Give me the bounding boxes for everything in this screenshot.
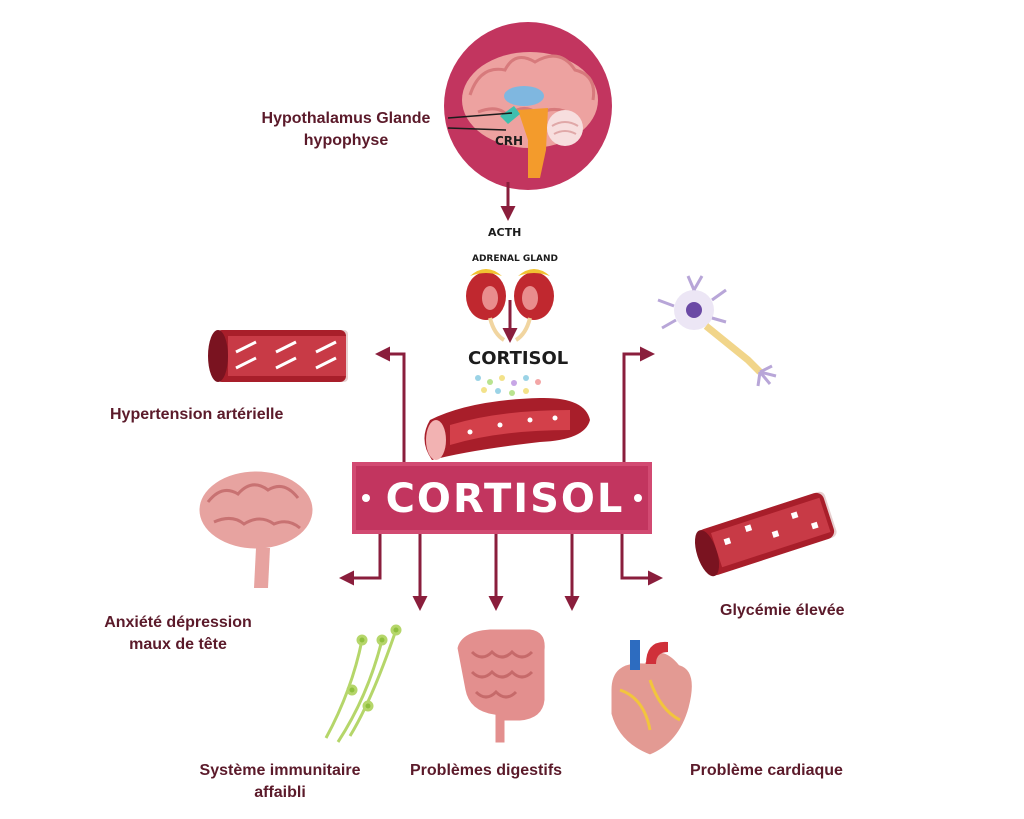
intestine-illustration — [454, 626, 548, 746]
immune-label: Système immunitaire affaibli — [190, 760, 370, 804]
cardiac-label: Problème cardiaque — [690, 762, 843, 779]
cortisol-banner-title: CORTISOL — [385, 476, 625, 522]
cortisol-banner — [352, 462, 652, 534]
adrenal-gland-label: ADRENAL GLAND — [472, 254, 558, 264]
anxiety-label-line2: maux de tête — [129, 636, 227, 653]
brain-label: Hypothalamus Glande hypophyse — [246, 108, 446, 152]
acth-label: ACTH — [488, 226, 522, 239]
glycemia-vessel-illustration — [691, 487, 841, 581]
adrenal-gland-illustration — [466, 269, 554, 342]
immune-label-line1: Système immunitaire — [199, 762, 361, 779]
glycemia-label: Glycémie élevée — [720, 602, 845, 619]
anxiety-label: Anxiété dépression maux de tête — [88, 612, 268, 656]
crh-label: CRH — [495, 134, 524, 148]
cortisol-molecule-dots — [475, 375, 541, 396]
heart-illustration — [608, 640, 695, 758]
arrow-to-brain-anxiety — [339, 534, 382, 586]
arrow-to-glycemia — [620, 534, 663, 586]
effect-arrows — [339, 346, 663, 611]
hypertension-label: Hypertension artérielle — [110, 406, 284, 423]
neuron-illustration — [657, 275, 777, 387]
immune-label-line2: affaibli — [254, 784, 306, 801]
blood-vessel-top-illustration — [424, 397, 590, 460]
hypothalamus-brain-illustration — [444, 22, 612, 190]
arrow-to-hypertension — [375, 346, 406, 462]
brain-label-line2: hypophyse — [303, 132, 389, 149]
brain-label-line1: Hypothalamus Glande — [261, 110, 431, 127]
arrow-to-neuron — [622, 346, 655, 462]
digestive-label: Problèmes digestifs — [410, 762, 563, 779]
hypertension-vessel-illustration — [208, 326, 352, 386]
cortisol-small-label: CORTISOL — [468, 348, 569, 369]
immune-system-illustration — [324, 624, 402, 743]
anxiety-label-line1: Anxiété dépression — [104, 614, 252, 631]
brain-anxiety-illustration — [196, 468, 316, 588]
